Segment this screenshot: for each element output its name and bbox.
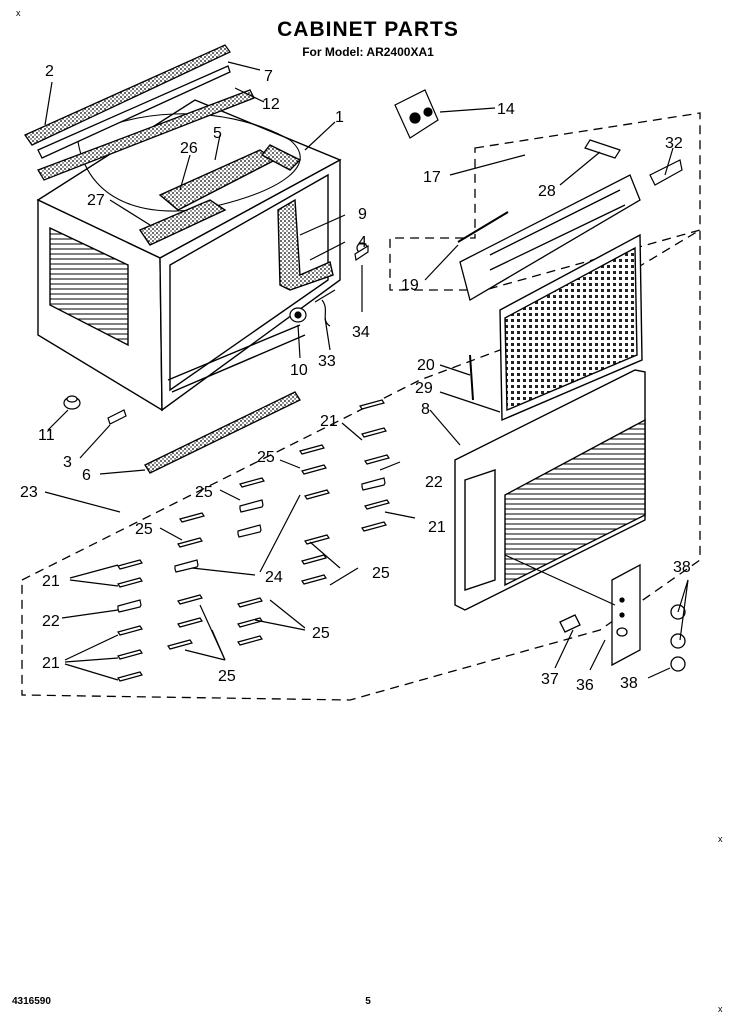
callout-38: 38 [673, 559, 691, 576]
top-rails [24, 44, 255, 181]
callout-27: 27 [87, 192, 105, 209]
callout-11: 11 [38, 427, 55, 444]
callout-8: 8 [421, 401, 430, 418]
callout-32: 32 [665, 135, 683, 152]
callout-25: 25 [135, 521, 153, 538]
callout-37: 37 [541, 671, 559, 688]
control-panel-plate [559, 563, 686, 672]
callout-1: 1 [335, 109, 344, 126]
callout-6: 6 [82, 467, 91, 484]
page-title: CABINET PARTS [277, 18, 459, 41]
front-frame [459, 174, 641, 301]
callout-22: 22 [425, 474, 443, 491]
document-part-number: 4316590 [12, 996, 51, 1007]
callout-28: 28 [538, 183, 556, 200]
callout-7: 7 [264, 68, 273, 85]
leader-lines [44, 61, 689, 681]
callout-9: 9 [358, 206, 367, 223]
hardware-parts [63, 89, 683, 425]
dashed-group-outline [21, 112, 701, 701]
callout-33: 33 [318, 353, 336, 370]
callout-36: 36 [576, 677, 594, 694]
callout-20: 20 [417, 357, 435, 374]
callout-12: 12 [262, 96, 280, 113]
callout-25: 25 [372, 565, 390, 582]
callout-10: 10 [290, 362, 308, 379]
callout-21: 21 [42, 655, 60, 672]
callout-29: 29 [415, 380, 433, 397]
callout-19: 19 [401, 277, 419, 294]
callout-4: 4 [358, 234, 367, 251]
callout-34: 34 [352, 324, 370, 341]
callout-5: 5 [213, 125, 222, 142]
callout-21: 21 [42, 573, 60, 590]
registration-mark: x [16, 8, 21, 18]
clips-and-brackets [117, 399, 390, 682]
callout-25: 25 [218, 668, 236, 685]
callout-2: 2 [45, 63, 54, 80]
callout-25: 25 [257, 449, 275, 466]
registration-mark: x [718, 834, 723, 844]
air-filter [499, 233, 643, 422]
front-grille [454, 369, 646, 611]
callout-26: 26 [180, 140, 198, 157]
callout-3: 3 [63, 454, 72, 471]
registration-mark: x [718, 1004, 723, 1014]
callout-38: 38 [620, 675, 638, 692]
model-subtitle: For Model: AR2400XA1 [302, 45, 434, 59]
callout-23: 23 [20, 484, 38, 501]
callout-25: 25 [195, 484, 213, 501]
callout-17: 17 [423, 169, 441, 186]
bottom-rail [144, 391, 301, 474]
callout-14: 14 [497, 101, 515, 118]
callout-21: 21 [428, 519, 446, 536]
callout-24: 24 [265, 569, 283, 586]
callout-labels: 2 7 12 1 5 26 27 9 4 10 33 34 11 3 6 23 … [20, 63, 691, 694]
callout-22: 22 [42, 613, 60, 630]
callout-25: 25 [312, 625, 330, 642]
cabinet-wrapper [36, 99, 342, 412]
page-number: 5 [365, 996, 371, 1007]
callout-21: 21 [320, 413, 338, 430]
